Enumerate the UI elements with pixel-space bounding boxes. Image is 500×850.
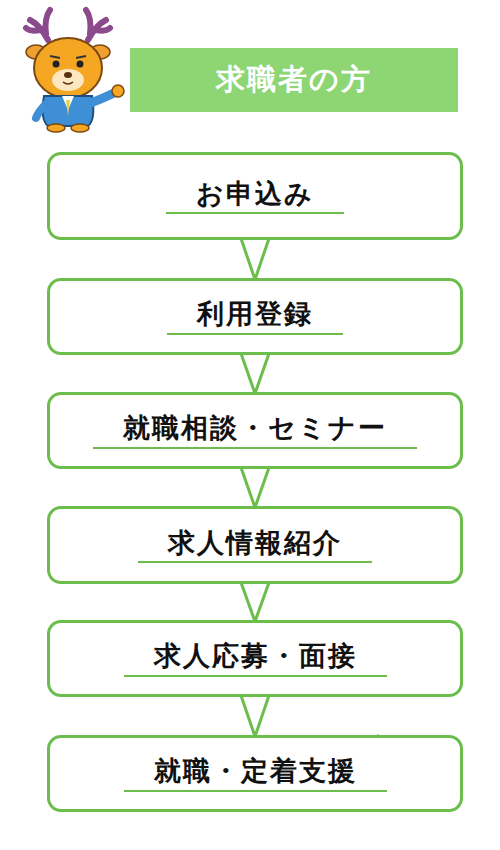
step-label: お申込み — [166, 178, 344, 214]
title-banner: 求職者の方 — [130, 48, 458, 112]
flow-pointer — [241, 468, 269, 508]
banner-text: 求職者の方 — [216, 60, 372, 100]
process-box: 就職相談・セミナー — [47, 392, 463, 469]
process-box: 求人応募・面接 — [47, 620, 463, 697]
process-box: 就職・定着支援 — [47, 735, 463, 812]
step-label: 利用登録 — [167, 298, 343, 334]
flow-pointer — [241, 239, 269, 280]
step-label: 就職相談・セミナー — [93, 412, 417, 448]
process-box: 求人情報紹介 — [47, 506, 463, 584]
step-label: 求人応募・面接 — [124, 640, 387, 676]
flow-pointer — [241, 354, 269, 394]
flow-pointer — [241, 696, 269, 737]
process-box: 利用登録 — [47, 278, 463, 355]
process-box: お申込み — [47, 152, 463, 240]
mascot — [26, 10, 124, 132]
step-label: 就職・定着支援 — [124, 755, 387, 791]
flow-pointer — [241, 583, 269, 622]
step-label: 求人情報紹介 — [138, 527, 372, 563]
